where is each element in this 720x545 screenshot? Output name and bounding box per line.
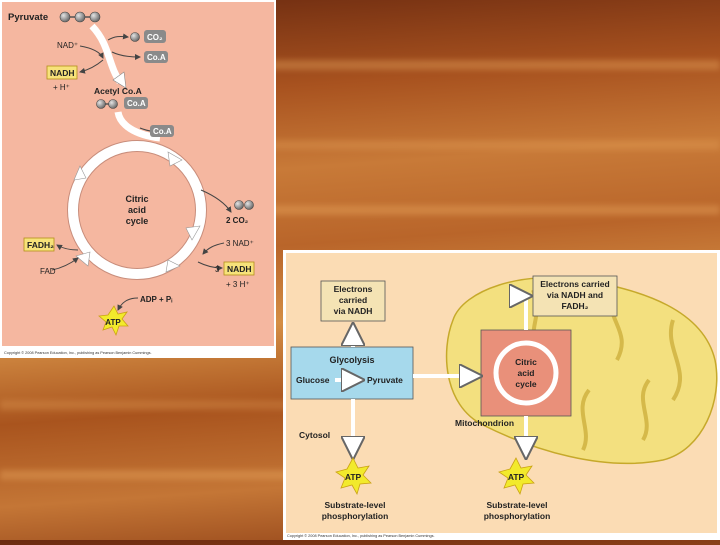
cristae-lines [531, 289, 683, 451]
nadh-bottom-label: NADH [227, 264, 252, 274]
substrate-left-line-2: phosphorylation [322, 511, 389, 521]
nad-plus-label: NAD⁺ [57, 41, 78, 50]
copyright-text: Copyright © 2008 Pearson Education, Inc.… [287, 534, 435, 538]
substrate-left-line-1: Substrate-level [325, 500, 386, 510]
electrons-nadh-line-3: via NADH [334, 306, 373, 316]
pyruvate-label: Pyruvate [8, 12, 48, 23]
electrons-nadh-fadh2-line-3: FADH₂ [562, 301, 589, 311]
nadh-top-label: NADH [50, 68, 75, 78]
citric-acid-cycle-diagram: Pyruvate NAD⁺ NADH + H⁺ CO₂ Co.A Acetyl … [2, 2, 274, 355]
cycle-label-line-3: cycle [126, 216, 149, 226]
acetyl-coa-molecule-icon [96, 99, 118, 109]
cycle-label-line-1: Citric [125, 194, 148, 204]
atp-burst-left-icon [335, 457, 372, 496]
cycle-ring [493, 340, 559, 406]
three-nad-plus-label: 3 NAD⁺ [226, 239, 254, 248]
citric-acid-cycle-figure: Pyruvate NAD⁺ NADH + H⁺ CO₂ Co.A Acetyl … [0, 0, 276, 358]
atp-right-label: ATP [508, 472, 525, 482]
cycle-to-electrons-arrow [526, 296, 529, 330]
two-co2-molecule-icon [234, 200, 254, 210]
adp-pi-label: ADP + Pᵢ [140, 295, 172, 304]
co2-top-box [144, 30, 166, 43]
cycle-label-line-2: acid [517, 368, 534, 378]
respiration-overview-figure: Electrons carried via NADH Electrons car… [283, 250, 720, 540]
coa-box-3 [150, 125, 174, 137]
coa-box-1 [144, 51, 168, 63]
mitochondrion-label: Mitochondrion [455, 418, 514, 428]
electrons-nadh-fadh2-line-1: Electrons carried [540, 279, 609, 289]
cycle-label-line-2: acid [128, 205, 146, 215]
atp-left-label: ATP [345, 472, 362, 482]
cycle-label-line-1: Citric [515, 357, 537, 367]
cytosol-label: Cytosol [299, 430, 330, 440]
glycolysis-label: Glycolysis [329, 355, 374, 365]
coa-box-2 [124, 97, 148, 109]
coa-label-1: Co.A [147, 53, 166, 62]
substrate-right-line-2: phosphorylation [484, 511, 551, 521]
copyright-text: Copyright © 2008 Pearson Education, Inc.… [4, 351, 152, 355]
fadh2-box [23, 237, 55, 252]
acetyl-coa-label: Acetyl Co.A [94, 86, 142, 96]
acetyl-into-cycle-arrow [114, 111, 161, 142]
fadh2-label: FADH₂ [27, 240, 54, 250]
coa-label-3: Co.A [153, 127, 172, 136]
electrons-nadh-line-2: carried [339, 295, 367, 305]
nadh-top-box [46, 65, 78, 80]
electrons-nadh-fadh2-box [532, 275, 618, 317]
three-h-plus-label: + 3 H⁺ [226, 280, 250, 289]
coa-label-2: Co.A [127, 99, 146, 108]
atp-burst-icon [98, 305, 129, 337]
h-plus-top-label: + H⁺ [53, 83, 70, 92]
panel-background [2, 2, 274, 346]
three-label: 3 [215, 265, 220, 274]
co2-molecule-icon [130, 32, 140, 42]
electrons-nadh-box [320, 280, 386, 322]
fad-label: FAD [40, 267, 56, 276]
pyruvate-label: Pyruvate [367, 375, 403, 385]
electrons-nadh-line-1: Electrons [334, 284, 373, 294]
co2-top-label: CO₂ [147, 33, 163, 42]
atp-label: ATP [105, 318, 121, 327]
substrate-right-line-1: Substrate-level [487, 500, 548, 510]
two-co2-label: 2 CO₂ [226, 216, 249, 225]
atp-burst-right-icon [498, 457, 535, 496]
nadh-bottom-box [223, 261, 255, 276]
pyruvate-molecule-icon [59, 11, 101, 23]
glucose-label: Glucose [296, 375, 330, 385]
respiration-overview-diagram: Electrons carried via NADH Electrons car… [286, 253, 718, 538]
cycle-label-line-3: cycle [515, 379, 537, 389]
cycle-ring [68, 141, 206, 279]
electrons-nadh-fadh2-line-2: via NADH and [547, 290, 603, 300]
